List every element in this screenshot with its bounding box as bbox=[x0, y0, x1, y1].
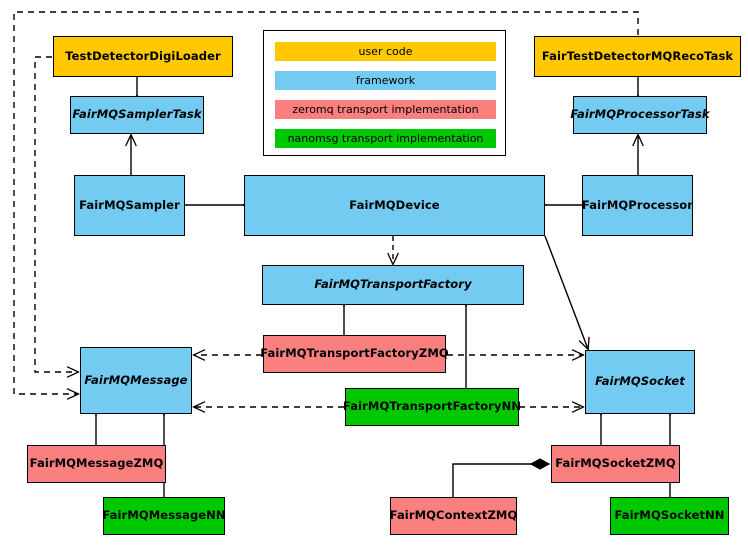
legend-label-nanomsg: nanomsg transport implementation bbox=[287, 132, 484, 145]
class-box-fairmqsocketnn[interactable]: FairMQSocketNN bbox=[610, 497, 729, 535]
legend-label-zeromq: zeromq transport implementation bbox=[292, 103, 479, 116]
class-box-fairmqmessagenn[interactable]: FairMQMessageNN bbox=[102, 497, 226, 535]
class-box-label: FairMQDevice bbox=[349, 197, 440, 212]
class-box-fairmqcontextzmq[interactable]: FairMQContextZMQ bbox=[390, 497, 517, 535]
class-box-label: FairMQSamplerTask bbox=[72, 107, 202, 122]
class-box-fairmqsamplertask[interactable]: FairMQSamplerTask bbox=[70, 96, 204, 134]
class-box-fairmqtransportfactory[interactable]: FairMQTransportFactory bbox=[262, 265, 524, 305]
class-box-label: FairMQMessage bbox=[84, 372, 188, 387]
edge-device-to-socket bbox=[544, 235, 588, 349]
class-box-label: FairTestDetectorMQRecoTask bbox=[541, 48, 734, 63]
legend-label-framework: framework bbox=[355, 74, 416, 87]
edge-contextzmq-to-socketzmq bbox=[452, 464, 549, 497]
class-box-label: FairMQSocketZMQ bbox=[555, 456, 676, 471]
class-box-fairtestdetectormqrecotask[interactable]: FairTestDetectorMQRecoTask bbox=[534, 36, 741, 77]
class-box-label: FairMQTransportFactoryNN bbox=[342, 399, 522, 414]
class-box-label: TestDetectorDigiLoader bbox=[65, 48, 221, 63]
class-box-label: FairMQSocketNN bbox=[614, 508, 725, 523]
class-box-fairmqdevice[interactable]: FairMQDevice bbox=[244, 175, 545, 236]
class-box-fairmqsocket[interactable]: FairMQSocket bbox=[585, 350, 695, 414]
class-box-fairmqmessagezmq[interactable]: FairMQMessageZMQ bbox=[27, 445, 166, 483]
class-box-fairmqsocketzmq[interactable]: FairMQSocketZMQ bbox=[551, 445, 680, 483]
class-box-label: FairMQSampler bbox=[79, 197, 180, 212]
legend-item-framework: framework bbox=[275, 71, 496, 90]
legend-item-nanomsg: nanomsg transport implementation bbox=[275, 129, 496, 148]
class-box-label: FairMQMessageZMQ bbox=[29, 456, 164, 471]
class-box-fairmqsampler[interactable]: FairMQSampler bbox=[74, 175, 185, 236]
class-box-fairmqprocessortask[interactable]: FairMQProcessorTask bbox=[570, 96, 710, 134]
class-box-label: FairMQSocket bbox=[595, 374, 685, 389]
legend-label-user-code: user code bbox=[358, 45, 413, 58]
legend-item-zeromq: zeromq transport implementation bbox=[275, 100, 496, 119]
class-box-fairmqprocessor[interactable]: FairMQProcessor bbox=[582, 175, 693, 236]
edge-digiloader-to-message-inner bbox=[34, 56, 78, 372]
class-box-label: FairMQMessageNN bbox=[102, 508, 226, 523]
legend-item-user-code: user code bbox=[275, 42, 496, 61]
class-box-fairmqtransportfactoryzmq[interactable]: FairMQTransportFactoryZMQ bbox=[260, 335, 449, 373]
legend-panel: user code framework zeromq transport imp… bbox=[263, 30, 506, 156]
class-box-testdetectordigiloader[interactable]: TestDetectorDigiLoader bbox=[53, 36, 233, 77]
class-box-fairmqtransportfactorynn[interactable]: FairMQTransportFactoryNN bbox=[342, 388, 522, 426]
edge-recotask-to-message-outer bbox=[13, 11, 639, 394]
class-box-label: FairMQProcessorTask bbox=[570, 107, 710, 122]
class-box-label: FairMQProcessor bbox=[581, 197, 694, 212]
class-box-fairmqmessage[interactable]: FairMQMessage bbox=[80, 347, 192, 414]
class-box-label: FairMQTransportFactoryZMQ bbox=[260, 346, 449, 361]
class-box-label: FairMQTransportFactory bbox=[314, 277, 472, 292]
class-box-label: FairMQContextZMQ bbox=[389, 508, 518, 523]
